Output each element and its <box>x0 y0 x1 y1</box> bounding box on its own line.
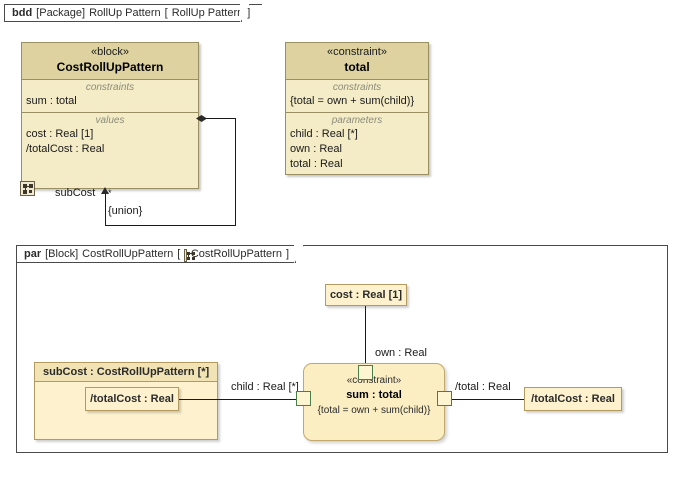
assoc-line-top <box>205 118 236 119</box>
block-constraints-compartment: constraints sum : total <box>22 80 198 113</box>
constraint-block-equation: {total = own + sum(child)} <box>290 94 415 107</box>
bdd-frame-kind: bdd <box>12 7 33 19</box>
bdd-frame-view: RollUp Pattern <box>171 7 244 19</box>
block-name: CostRollUpPattern <box>56 59 164 74</box>
assoc-arrowhead <box>101 187 109 194</box>
block-values-compartment: values cost : Real [1] /totalCost : Real <box>22 113 198 160</box>
constraint-block-parameters-title: parameters <box>331 114 383 126</box>
constraint-property-stereotype: «constraint» <box>346 375 402 386</box>
block-stereotype: «block» <box>91 46 129 58</box>
bdd-frame-meta: [Package] <box>36 7 86 19</box>
par-frame-view: CostRollUpPattern <box>190 248 282 260</box>
part-subcost[interactable]: subCost : CostRollUpPattern [*] <box>34 362 218 440</box>
block-values-title: values <box>95 114 125 126</box>
constraint-block-stereotype: «constraint» <box>327 46 387 58</box>
assoc-union-modifier: {union} <box>108 205 143 217</box>
port-total[interactable] <box>437 391 452 406</box>
constraint-parameter-child: child : Real [*] <box>290 127 358 140</box>
assoc-line-bottom <box>105 225 236 226</box>
connector-cost-to-own <box>365 306 366 369</box>
par-frame-name: CostRollUpPattern <box>82 248 174 260</box>
constraint-block-constraints-title: constraints <box>332 81 382 93</box>
bdd-frame-tab: bdd [Package] RollUp Pattern [ RollUp Pa… <box>4 4 250 22</box>
connector-label-total: /total : Real <box>455 381 511 393</box>
part-subcost-header: subCost : CostRollUpPattern [*] <box>35 363 217 382</box>
connector-total <box>452 399 524 400</box>
par-frame-parametric-icon <box>184 248 196 262</box>
connector-label-child: child : Real [*] <box>231 381 299 393</box>
bdd-frame-bracket-open: [ <box>164 7 168 19</box>
block-constraint-feature: sum : total <box>26 94 77 107</box>
constraint-property-sum[interactable]: «constraint» sum : total {total = own + … <box>303 363 445 441</box>
par-frame-tab: par [Block] CostRollUpPattern [ CostRoll… <box>16 245 296 263</box>
property-totalcost[interactable]: /totalCost : Real <box>524 387 622 411</box>
par-frame-bracket-open: [ <box>177 248 181 260</box>
property-cost[interactable]: cost : Real [1] <box>325 284 407 306</box>
block-costrolluppattern[interactable]: «block» CostRollUpPattern constraints su… <box>21 42 199 189</box>
assoc-end-label-subcost: subCost <box>55 187 96 199</box>
bdd-frame-name: RollUp Pattern <box>89 7 161 19</box>
assoc-line-right <box>235 118 236 226</box>
block-value-feature-totalcost: /totalCost : Real <box>26 142 105 155</box>
constraint-block-total[interactable]: «constraint» total constraints {total = … <box>285 42 429 175</box>
constraint-parameter-own: own : Real <box>290 142 342 155</box>
constraint-block-parameters-compartment: parameters child : Real [*] own : Real t… <box>286 113 428 175</box>
bdd-frame-bracket-close: ] <box>247 7 251 19</box>
block-header: «block» CostRollUpPattern <box>22 43 198 80</box>
constraint-block-header: «constraint» total <box>286 43 428 80</box>
property-subcost-totalcost[interactable]: /totalCost : Real <box>85 387 179 411</box>
par-frame-meta: [Block] <box>45 248 79 260</box>
par-frame-kind: par <box>24 248 42 260</box>
constraint-parameter-total: total : Real <box>290 157 343 170</box>
assoc-multiplicity: * <box>108 188 112 198</box>
parametric-diagram-icon[interactable] <box>20 181 35 196</box>
constraint-block-name: total <box>344 59 370 74</box>
assoc-line-left <box>105 193 106 226</box>
port-child[interactable] <box>296 391 311 406</box>
connector-label-own: own : Real <box>375 347 427 359</box>
par-frame-bracket-close: ] <box>285 248 289 260</box>
constraint-property-equation: {total = own + sum(child)} <box>317 405 431 416</box>
connector-child <box>179 399 297 400</box>
constraint-property-name: sum : total <box>346 389 402 401</box>
block-value-feature-cost: cost : Real [1] <box>26 127 94 140</box>
block-constraints-title: constraints <box>85 81 135 93</box>
port-own[interactable] <box>358 365 373 380</box>
constraint-block-constraints-compartment: constraints {total = own + sum(child)} <box>286 80 428 113</box>
composition-diamond <box>196 115 207 122</box>
